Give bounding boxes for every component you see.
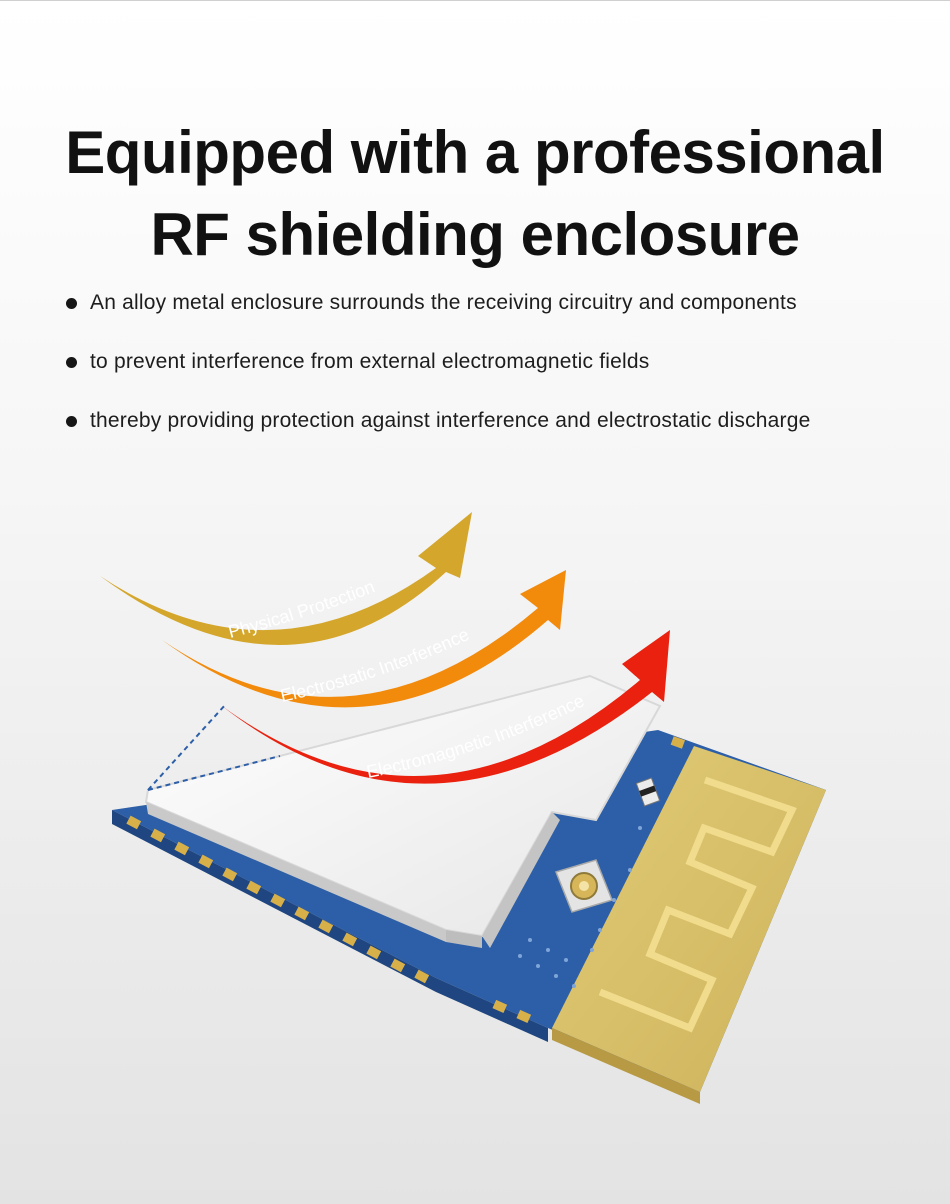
feature-item: to prevent interference from external el… — [66, 347, 926, 377]
feature-item: thereby providing protection against int… — [66, 406, 926, 436]
arrow-physical-protection: Physical Protection — [100, 512, 472, 646]
feature-text: An alloy metal enclosure surrounds the r… — [90, 291, 797, 314]
feature-text: thereby providing protection against int… — [90, 409, 811, 432]
feature-item: An alloy metal enclosure surrounds the r… — [66, 288, 926, 318]
rf-module-illustration: Physical Protection Electrostatic Interf… — [100, 512, 826, 1104]
headline-line-2: RF shielding enclosure — [150, 201, 800, 269]
headline-line-1: Equipped with a professional — [65, 119, 885, 187]
feature-list: An alloy metal enclosure surrounds the r… — [66, 288, 926, 465]
top-border — [0, 0, 950, 1]
feature-text: to prevent interference from external el… — [90, 350, 650, 373]
page-headline: Equipped with a professional RF shieldin… — [0, 112, 950, 276]
ipex-connector — [554, 859, 614, 913]
bullet-dot-icon — [66, 356, 77, 368]
shield-can — [144, 674, 662, 948]
antenna-trace — [598, 776, 797, 1033]
bullet-dot-icon — [66, 415, 77, 427]
bullet-dot-icon — [66, 297, 77, 309]
